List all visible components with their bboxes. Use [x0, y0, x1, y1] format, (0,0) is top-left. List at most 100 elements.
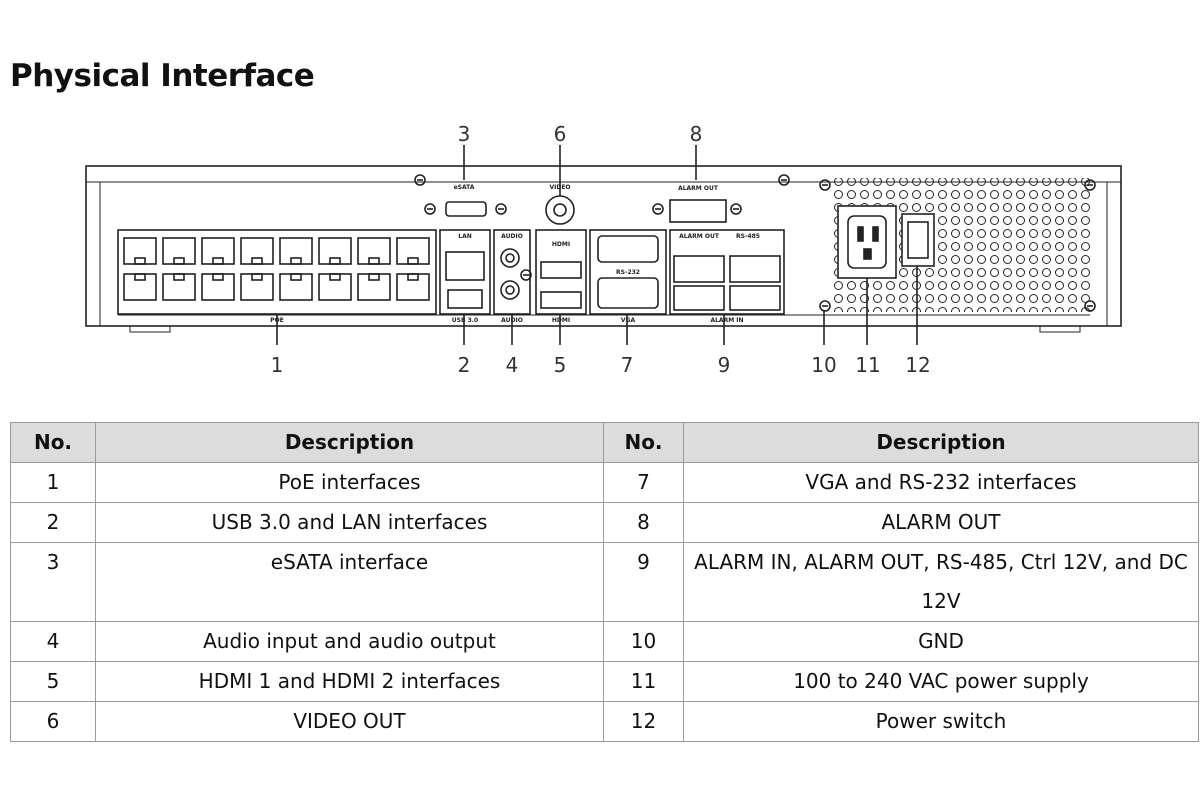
callout-7: 7 — [621, 353, 634, 377]
cell-no: 4 — [10, 621, 96, 662]
poe-port-latch — [407, 273, 419, 281]
label-vga: VGA — [621, 317, 636, 324]
label-alarm-out: ALARM OUT — [679, 233, 720, 240]
label-alarm-out-top: ALARM OUT — [678, 185, 719, 192]
callout-8: 8 — [690, 122, 703, 146]
callout-12: 12 — [905, 353, 930, 377]
lan-port — [445, 251, 485, 281]
table-row: 4 Audio input and audio output 10 GND — [10, 621, 1199, 662]
label-lan: LAN — [458, 233, 472, 240]
cell-description: eSATA interface — [95, 542, 604, 622]
cell-description: HDMI 1 and HDMI 2 interfaces — [95, 661, 604, 702]
usb-port — [447, 289, 483, 309]
cell-description: ALARM IN, ALARM OUT, RS-485, Ctrl 12V, a… — [683, 542, 1199, 622]
cell-no: 7 — [603, 462, 684, 503]
screw-icon — [414, 174, 426, 186]
table-row: 2 USB 3.0 and LAN interfaces 8 ALARM OUT — [10, 502, 1199, 543]
poe-port-latch — [290, 257, 302, 265]
hdmi-port-2 — [540, 291, 582, 309]
cell-no: 1 — [10, 462, 96, 503]
cell-description: GND — [683, 621, 1199, 662]
cell-no: 6 — [10, 701, 96, 742]
screw-icon — [520, 269, 532, 281]
poe-port-latch — [368, 257, 380, 265]
poe-port-latch — [329, 257, 341, 265]
hdmi-block — [535, 229, 587, 315]
label-poe: POE — [270, 317, 284, 324]
poe-port-latch — [173, 257, 185, 265]
callout-9: 9 — [718, 353, 731, 377]
screw-icon — [730, 203, 742, 215]
callout-5: 5 — [554, 353, 567, 377]
header-no-left: No. — [10, 422, 96, 463]
vga-port — [597, 277, 659, 309]
cell-no: 12 — [603, 701, 684, 742]
screw-icon — [495, 203, 507, 215]
callout-2: 2 — [458, 353, 471, 377]
label-audio-bottom: AUDIO — [501, 317, 523, 324]
label-alarm-in: ALARM IN — [710, 317, 743, 324]
table-header-row: No. Description No. Description — [10, 422, 1199, 463]
header-no-right: No. — [603, 422, 684, 463]
cell-description: USB 3.0 and LAN interfaces — [95, 502, 604, 543]
audio-out-port — [500, 280, 520, 300]
poe-port-latch — [368, 273, 380, 281]
esata-port — [445, 201, 487, 217]
label-usb: USB 3.0 — [452, 317, 478, 324]
callout-1: 1 — [271, 353, 284, 377]
rear-panel-diagram: eSATA VIDEO ALARM OUT LAN AUDIO HDMI RS-… — [85, 122, 1122, 377]
callout-10: 10 — [811, 353, 836, 377]
poe-port-latch — [134, 273, 146, 281]
label-hdmi: HDMI — [552, 241, 570, 248]
label-rs485: RS-485 — [736, 233, 760, 240]
callout-6: 6 — [554, 122, 567, 146]
poe-block — [117, 229, 437, 315]
poe-port-latch — [329, 273, 341, 281]
cell-no: 10 — [603, 621, 684, 662]
hdmi-port-1 — [540, 261, 582, 279]
cell-description: ALARM OUT — [683, 502, 1199, 543]
alarm-out-top-port — [669, 199, 727, 223]
cell-no: 9 — [603, 542, 684, 622]
table-row: 3 eSATA interface 9 ALARM IN, ALARM OUT,… — [10, 542, 1199, 622]
table-row: 5 HDMI 1 and HDMI 2 interfaces 11 100 to… — [10, 661, 1199, 702]
callout-4: 4 — [506, 353, 519, 377]
poe-port-latch — [212, 257, 224, 265]
cell-description: Power switch — [683, 701, 1199, 742]
header-description-left: Description — [95, 422, 604, 463]
rs232-port — [597, 235, 659, 263]
label-audio: AUDIO — [501, 233, 523, 240]
callout-11: 11 — [855, 353, 880, 377]
vga-rs232-block — [589, 229, 667, 315]
audio-in-port — [500, 248, 520, 268]
poe-port-latch — [251, 257, 263, 265]
poe-port-latch — [134, 257, 146, 265]
cell-no: 5 — [10, 661, 96, 702]
alarm-block — [669, 229, 785, 315]
label-hdmi-bottom: HDMI — [552, 317, 570, 324]
label-video-out: VIDEO — [549, 184, 570, 191]
cell-description: PoE interfaces — [95, 462, 604, 503]
label-rs232: RS-232 — [616, 269, 640, 276]
label-esata: eSATA — [454, 184, 475, 191]
table-row: 6 VIDEO OUT 12 Power switch — [10, 701, 1199, 742]
interface-table: No. Description No. Description 1 PoE in… — [10, 422, 1199, 742]
cell-no: 11 — [603, 661, 684, 702]
lan-usb-block — [439, 229, 491, 315]
cell-description: VIDEO OUT — [95, 701, 604, 742]
screw-icon — [652, 203, 664, 215]
cell-no: 3 — [10, 542, 96, 622]
screw-icon — [424, 203, 436, 215]
poe-port-latch — [251, 273, 263, 281]
cell-no: 8 — [603, 502, 684, 543]
cell-description: 100 to 240 VAC power supply — [683, 661, 1199, 702]
poe-port-latch — [212, 273, 224, 281]
poe-port-latch — [407, 257, 419, 265]
poe-port-latch — [290, 273, 302, 281]
poe-port-latch — [173, 273, 185, 281]
cell-no: 2 — [10, 502, 96, 543]
callout-3: 3 — [458, 122, 471, 146]
cell-description: VGA and RS-232 interfaces — [683, 462, 1199, 503]
page-title: Physical Interface — [10, 58, 315, 94]
cell-description: Audio input and audio output — [95, 621, 604, 662]
